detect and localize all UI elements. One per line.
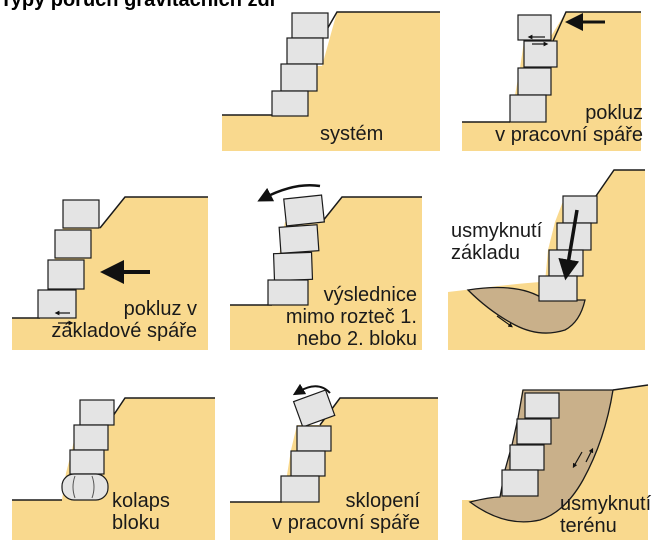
tipping-block	[292, 389, 336, 428]
label-line: pokluz	[585, 102, 643, 124]
block	[517, 14, 552, 41]
panel-usmyknuti-zakladu	[448, 169, 645, 350]
panel-system	[222, 11, 440, 151]
soil	[12, 398, 215, 540]
label-vyslednice-mimo-roztec: výslednice mimo rozteč 1. nebo 2. bloku	[266, 284, 417, 350]
block	[278, 224, 320, 254]
slope-line	[552, 11, 641, 42]
block	[272, 251, 314, 282]
block	[280, 63, 318, 92]
label-sklopeni-pracovni-spare: sklopení v pracovní spáře	[228, 490, 420, 534]
block	[286, 37, 324, 65]
label-line: bloku	[112, 512, 160, 534]
diagram-title: Typy poruch gravitačních zdí	[0, 0, 276, 11]
panel-vyslednice-mimo-roztec	[230, 184, 422, 350]
block	[516, 418, 552, 445]
block	[296, 425, 332, 452]
label-pokluz-zakladove-spare: pokluz v základové spáře	[15, 298, 197, 342]
block	[47, 259, 85, 290]
label-line: mimo rozteč 1.	[285, 306, 417, 328]
label-line: v pracovní spáře	[272, 512, 420, 534]
block	[267, 279, 309, 306]
soil	[230, 197, 422, 350]
label-line: v pracovní spáře	[495, 124, 643, 146]
block	[524, 392, 560, 419]
block	[280, 475, 320, 503]
crack	[72, 475, 95, 499]
slope-line	[612, 384, 649, 391]
panel-sklopeni-pracovni-spare	[230, 383, 438, 540]
block	[79, 399, 115, 426]
label-line: terénu	[560, 515, 617, 537]
slope-line	[99, 196, 208, 229]
label-line: systém	[320, 123, 384, 145]
slip-arrow-up	[585, 447, 594, 463]
slip-body	[466, 286, 586, 334]
label-usmyknuti-terenu: usmyknutí terénu	[560, 493, 651, 537]
label-line: základu	[451, 242, 520, 264]
label-line: usmyknutí	[560, 493, 652, 515]
block	[271, 90, 309, 117]
label-kolaps-bloku: kolaps bloku	[112, 490, 170, 534]
label-line: sklopení	[345, 490, 421, 512]
slope-line	[321, 196, 422, 223]
block	[509, 94, 547, 123]
block	[517, 67, 552, 96]
soil	[230, 398, 438, 540]
rotation-arrow	[292, 383, 331, 396]
label-system: systém	[320, 123, 383, 145]
slip-arrow	[496, 315, 513, 328]
slip-arrow-down	[572, 451, 583, 469]
block	[291, 12, 329, 39]
panel-kolaps-bloku	[12, 397, 215, 540]
label-line: nebo 2. bloku	[296, 328, 417, 350]
load-arrow	[558, 209, 580, 281]
label-line: základové spáře	[51, 320, 197, 342]
label-line: kolaps	[112, 490, 170, 512]
panel-pokluz-zakladove-spare	[12, 196, 208, 350]
label-pokluz-pracovni-spare: pokluz v pracovní spáře	[475, 102, 643, 146]
rotation-arrow	[257, 184, 321, 202]
block	[523, 40, 558, 68]
block	[62, 199, 100, 229]
label-usmyknuti-zakladu: usmyknutí základu	[451, 220, 542, 264]
label-line: usmyknutí	[451, 220, 543, 242]
slope-line	[595, 169, 645, 197]
block	[73, 424, 109, 451]
block	[509, 444, 545, 471]
crushed-block	[61, 473, 109, 501]
label-line: výslednice	[323, 284, 417, 306]
block	[548, 249, 584, 277]
block	[69, 449, 105, 475]
block	[562, 195, 598, 224]
block	[538, 275, 578, 302]
block	[283, 194, 326, 227]
panel-pokluz-pracovni-spare	[462, 11, 641, 151]
label-line: pokluz v	[123, 298, 197, 320]
block	[54, 229, 92, 259]
panel-usmyknuti-terenu	[462, 384, 649, 540]
block	[501, 469, 539, 497]
block	[290, 450, 326, 477]
